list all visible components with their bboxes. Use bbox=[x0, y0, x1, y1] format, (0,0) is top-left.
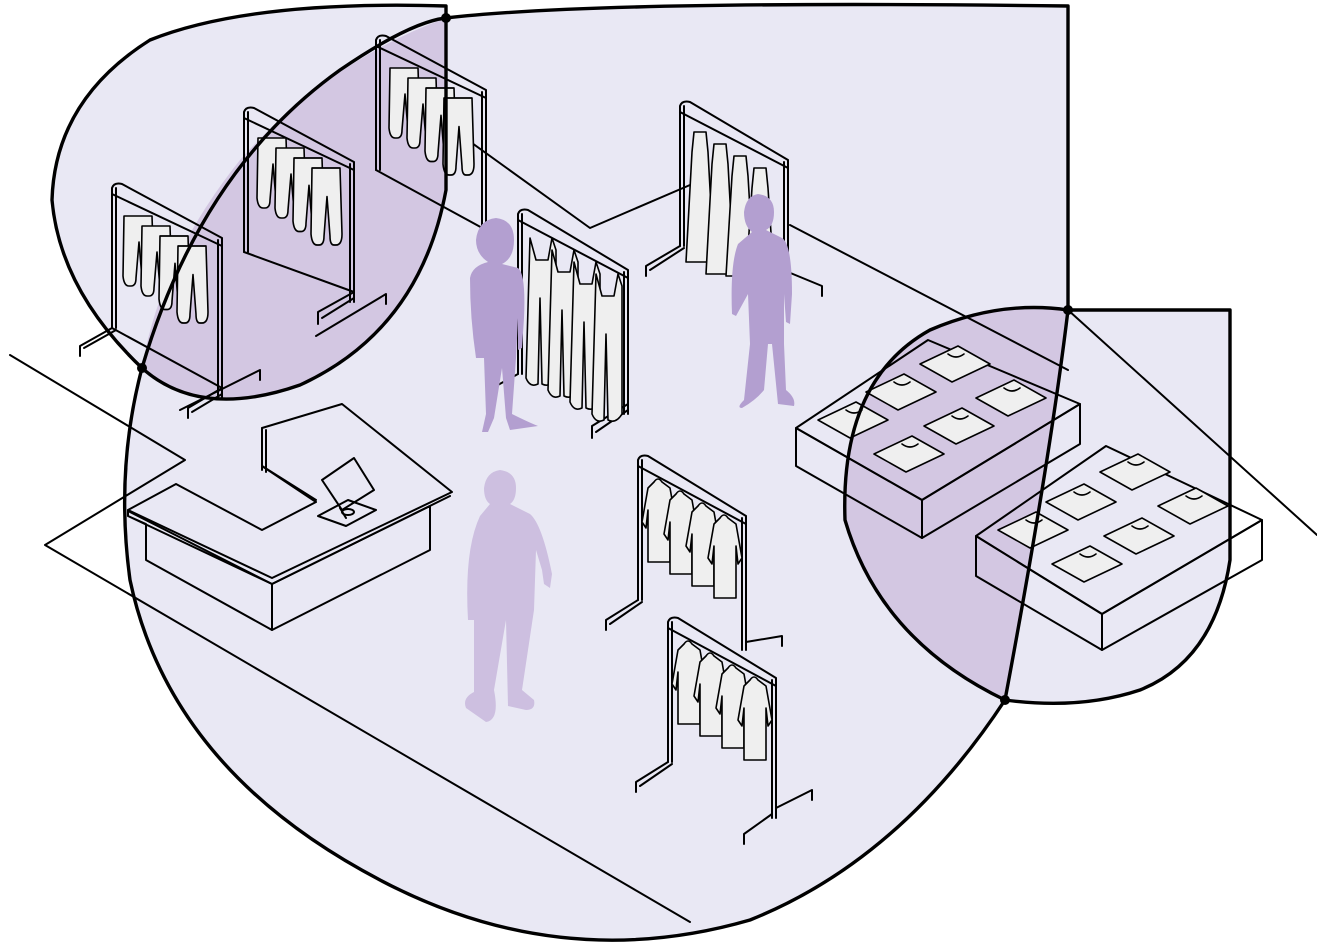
zone-node bbox=[1000, 695, 1010, 705]
zone-node bbox=[137, 363, 147, 373]
zone-node bbox=[441, 13, 451, 23]
zone-node bbox=[1063, 305, 1073, 315]
